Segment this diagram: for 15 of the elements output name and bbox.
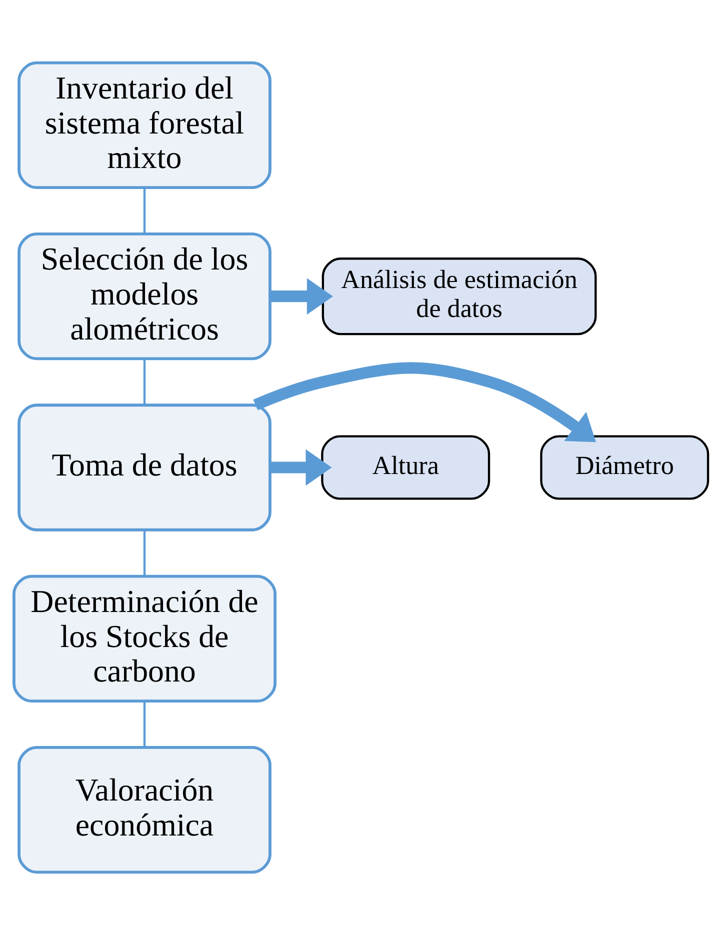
node-box: Valoración económica [18,746,272,874]
arrow [270,449,332,486]
node-box: Altura [321,435,490,500]
node-box: Toma de datos [18,404,272,532]
arrow [253,362,596,442]
node-box: Determinación de los Stocks de carbono [12,574,276,702]
connector [143,188,146,234]
node-box: Inventario del sistema forestal mixto [18,61,272,189]
node-box: Selección de los modelos alométricos [18,232,272,360]
connector [143,359,146,405]
node-box: Diámetro [540,435,710,500]
connector [143,701,146,747]
node-box: Análisis de estimación de datos [322,258,597,336]
connector [143,530,146,576]
arrow [270,278,333,315]
